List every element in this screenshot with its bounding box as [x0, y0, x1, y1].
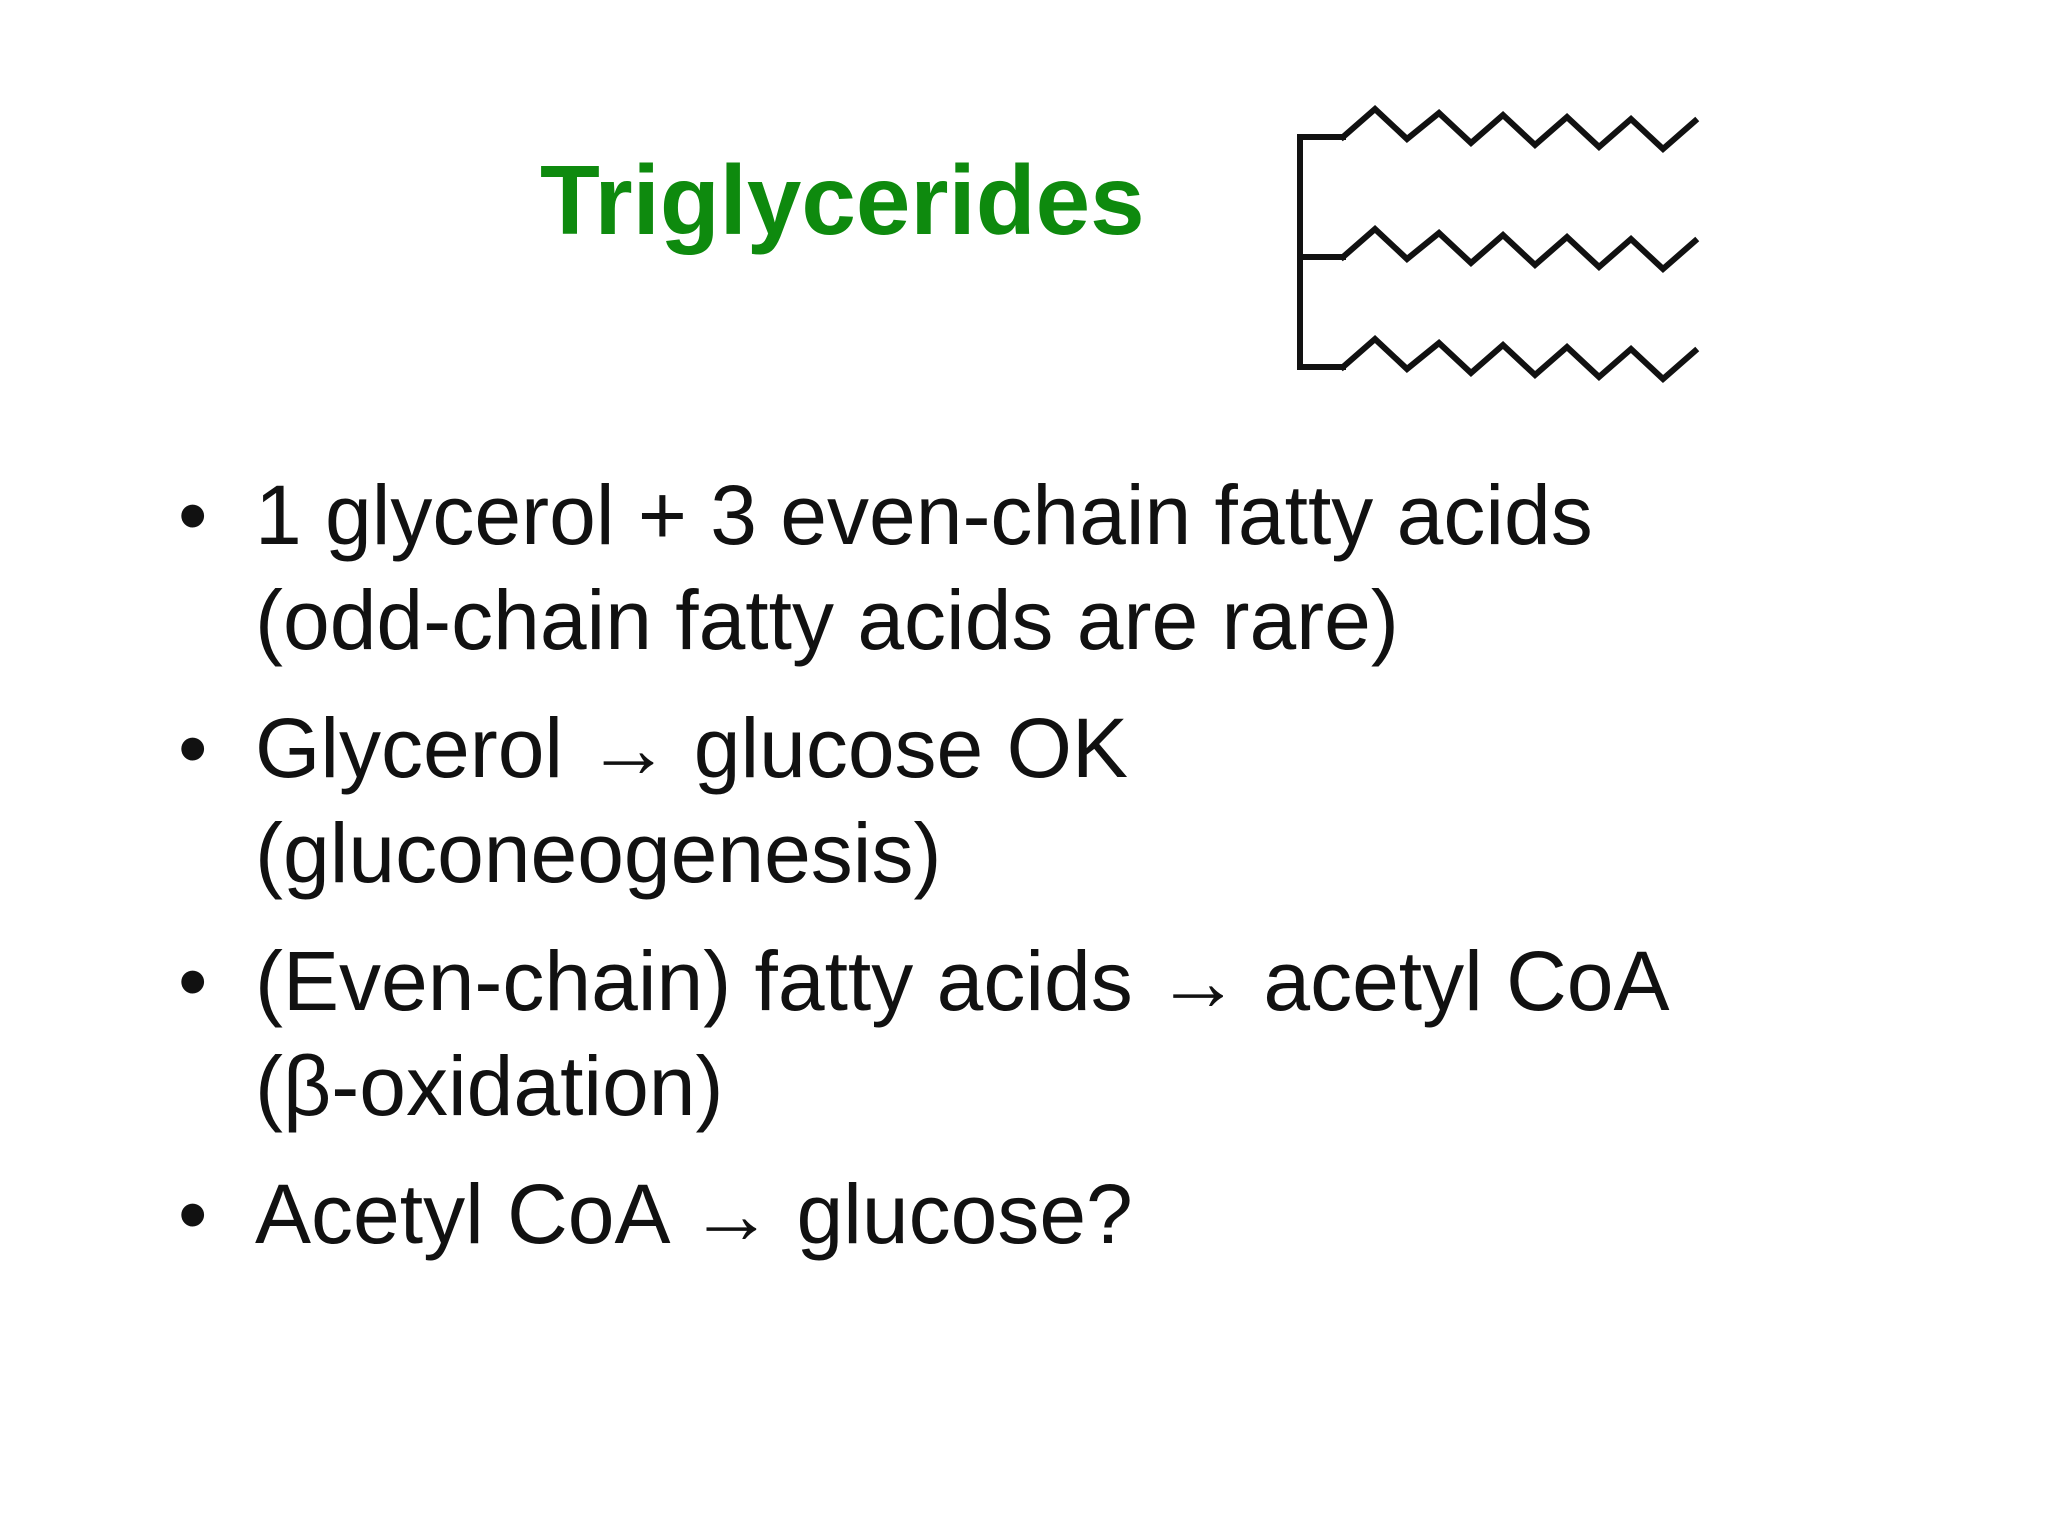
fatty-acid-chain-3 — [1338, 334, 1700, 384]
glycerol-backbone — [1297, 134, 1346, 370]
bullet-text-line-2: (odd-chain fatty acids are rare) — [255, 573, 1399, 667]
triglyceride-structure-icon — [1297, 104, 1700, 384]
bullet-item: • Acetyl CoA → glucose? — [170, 1162, 2010, 1267]
bullet-item: • 1 glycerol + 3 even-chain fatty acids … — [170, 463, 2010, 673]
bullet-text-line-1: Glycerol → glucose OK — [255, 701, 1128, 795]
bullet-marker: • — [178, 934, 208, 1028]
fatty-acid-chain-2 — [1338, 224, 1700, 274]
bullet-marker: • — [178, 701, 208, 795]
bullet-item: • Glycerol → glucose OK (gluconeogenesis… — [170, 696, 2010, 906]
bullet-marker: • — [178, 468, 208, 562]
bullet-item: • (Even-chain) fatty acids → acetyl CoA … — [170, 929, 2010, 1139]
bullet-text-line-1: Acetyl CoA → glucose? — [255, 1167, 1133, 1261]
bullet-list: • 1 glycerol + 3 even-chain fatty acids … — [170, 463, 2010, 1290]
bullet-text-line-2: (gluconeogenesis) — [255, 806, 942, 900]
slide-title: Triglycerides — [540, 145, 1145, 255]
fatty-acid-chain-1 — [1338, 104, 1700, 154]
bullet-text-line-2: (β-oxidation) — [255, 1039, 724, 1133]
bullet-text-line-1: (Even-chain) fatty acids → acetyl CoA — [255, 934, 1670, 1028]
bullet-marker: • — [178, 1167, 208, 1261]
bullet-text-line-1: 1 glycerol + 3 even-chain fatty acids — [255, 468, 1593, 562]
